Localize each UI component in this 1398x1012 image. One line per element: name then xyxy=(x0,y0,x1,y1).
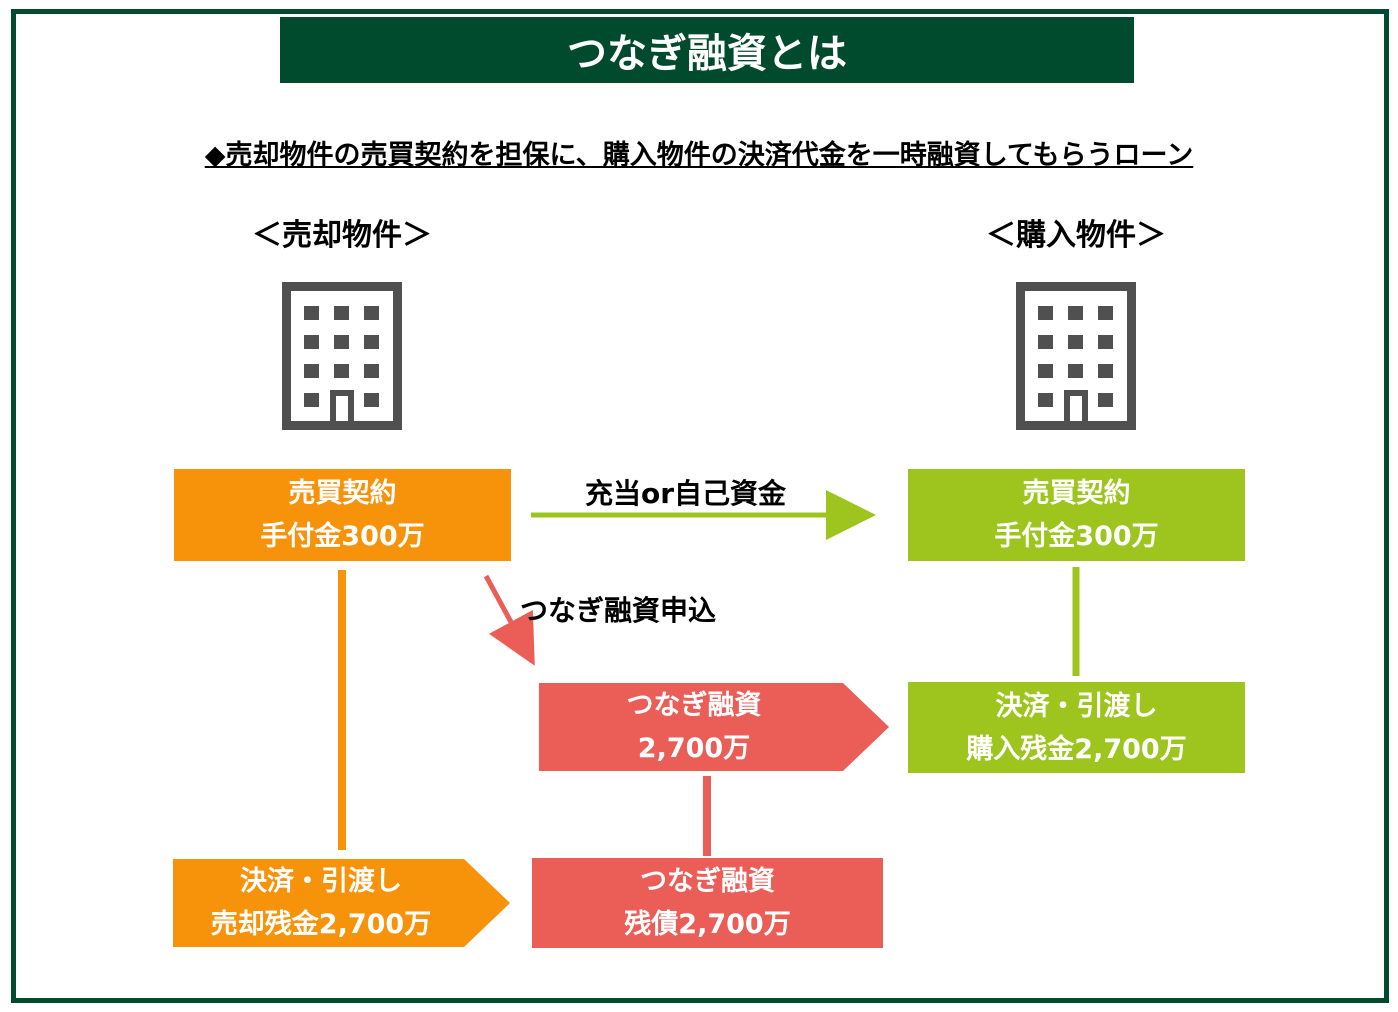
buy-settlement-box: 決済・引渡し 購入残金2,700万 xyxy=(908,682,1245,773)
page-title: つなぎ融資とは xyxy=(280,17,1134,83)
bridge-balance-title: つなぎ融資 xyxy=(640,866,775,897)
arrow-loan-application xyxy=(483,574,535,666)
bridge-balance-box: つなぎ融資 残債2,700万 xyxy=(532,858,883,948)
edge-label-deposit-transfer: 充当or自己資金 xyxy=(585,477,787,510)
bridge-balance-amount: 残債2,700万 xyxy=(624,909,791,940)
column-heading-buy: ＜購入物件＞ xyxy=(986,218,1166,253)
sell-contract-box: 売買契約 手付金300万 xyxy=(174,469,511,561)
bridge-loan-title: つなぎ融資 xyxy=(626,690,762,721)
sell-settlement-title: 決済・引渡し xyxy=(240,866,402,897)
sell-settlement-box: 決済・引渡し 売却残金2,700万 xyxy=(173,859,469,947)
edge-label-loan-application: つなぎ融資申込 xyxy=(520,594,717,627)
bridge-loan-amount: 2,700万 xyxy=(637,733,751,764)
buy-contract-box: 売買契約 手付金300万 xyxy=(908,469,1245,561)
column-heading-sell: ＜売却物件＞ xyxy=(252,218,432,253)
sell-settlement-shape xyxy=(173,859,510,947)
buy-contract-title: 売買契約 xyxy=(1022,478,1131,509)
building-icon xyxy=(1016,282,1136,430)
sell-settlement-amount: 売却残金2,700万 xyxy=(210,909,432,940)
sell-contract-title: 売買契約 xyxy=(288,478,397,509)
buy-settlement-amount: 購入残金2,700万 xyxy=(966,733,1187,765)
bridge-loan-shape xyxy=(539,683,889,771)
bridge-loan-box: つなぎ融資 2,700万 xyxy=(539,683,849,771)
buy-settlement-title: 決済・引渡し xyxy=(995,690,1158,722)
building-icon xyxy=(282,282,402,430)
subtitle: ◆売却物件の売買契約を担保に、購入物件の決済代金を一時融資してもらうローン xyxy=(204,140,1194,171)
sell-contract-deposit: 手付金300万 xyxy=(260,521,425,552)
buy-contract-deposit: 手付金300万 xyxy=(994,521,1159,552)
